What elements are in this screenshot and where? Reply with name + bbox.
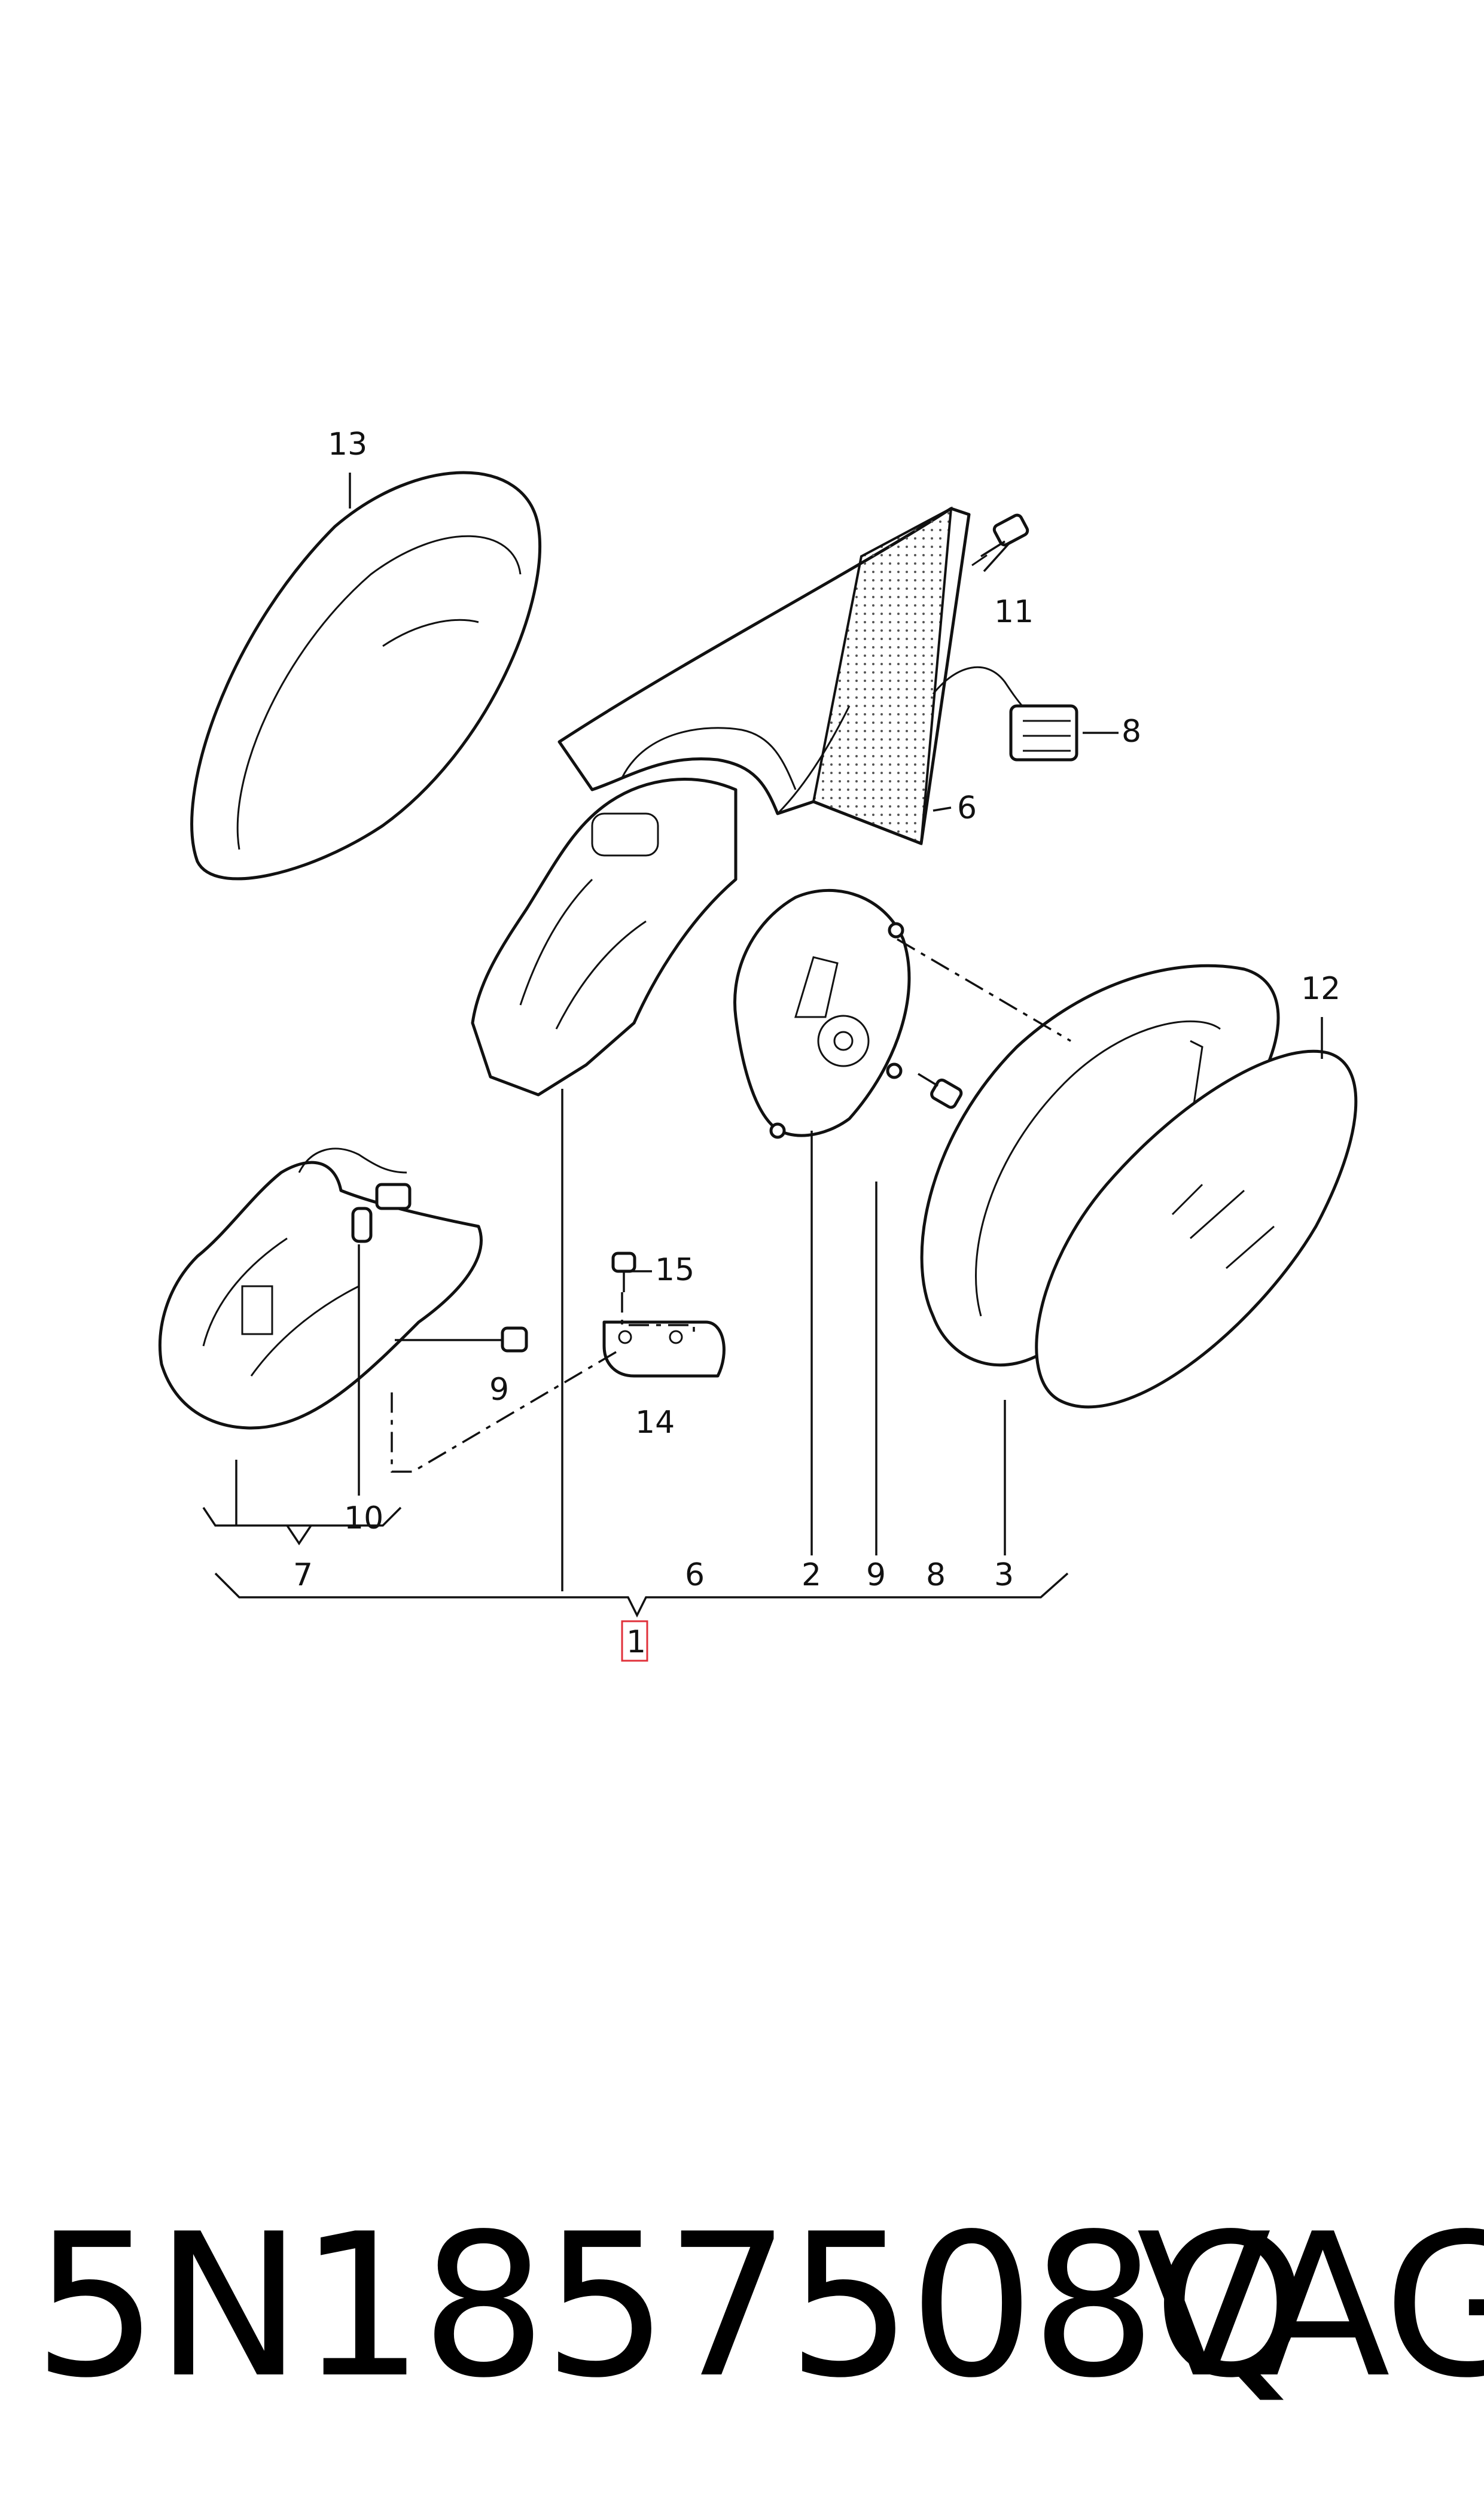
mirror-frame-assembly	[471, 778, 738, 1097]
screw-part-9-right	[918, 1073, 963, 1109]
mirror-glass-part-12	[1035, 1049, 1358, 1409]
mirror-housing-part-3	[920, 964, 1280, 1367]
callout-13: 13	[328, 427, 367, 462]
screw-part-9-left	[395, 1326, 528, 1353]
leader-lines	[202, 473, 1323, 1618]
callout-6: 6	[957, 790, 977, 826]
callout-3: 3	[994, 1557, 1014, 1593]
bolt-part-11	[971, 513, 1029, 567]
brand-name: VAG	[1136, 2191, 1484, 2421]
alignment-lines	[391, 938, 1071, 1473]
callout-9-right: 9	[866, 1557, 886, 1593]
callout-6-bottom: 6	[685, 1557, 705, 1593]
mirror-cap-part-13	[190, 471, 542, 881]
callout-7: 7	[293, 1557, 313, 1593]
callout-8-bottom: 8	[926, 1557, 946, 1593]
adjusting-motor-part-2	[733, 888, 911, 1139]
callout-8: 8	[1122, 714, 1141, 750]
callout-14: 14	[635, 1405, 675, 1441]
wiring-connector-part-8	[932, 666, 1078, 762]
callout-1-highlight-box	[621, 1620, 648, 1662]
callout-10: 10	[344, 1500, 383, 1536]
clip-part-14	[602, 1320, 726, 1378]
callout-2: 2	[802, 1557, 821, 1593]
lower-cover-part-7	[159, 1147, 483, 1430]
mirror-base-part-6	[557, 506, 971, 845]
callout-12: 12	[1301, 971, 1340, 1007]
callout-9-left: 9	[489, 1372, 509, 1408]
callout-1: 1	[626, 1624, 646, 1660]
callout-15: 15	[655, 1252, 694, 1288]
part-number: 5N1857508Q	[33, 2191, 1308, 2421]
callout-11: 11	[994, 594, 1034, 630]
screw-part-15	[611, 1252, 636, 1292]
